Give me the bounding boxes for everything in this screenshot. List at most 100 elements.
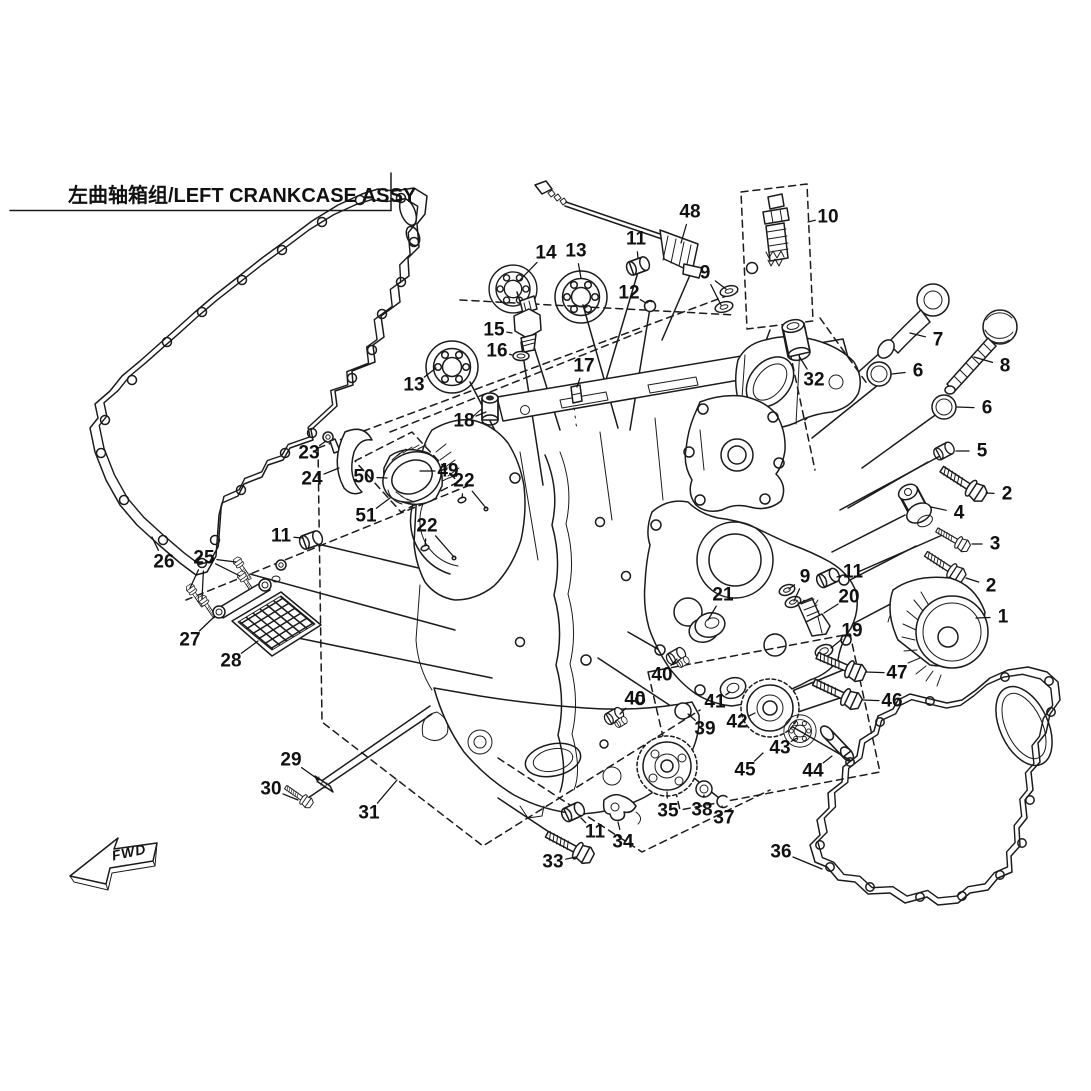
leader-line-22 [471,490,487,509]
callout-36: 36 [770,842,791,863]
callout-1: 1 [998,607,1009,628]
callout-40: 40 [624,689,645,710]
fwd-label: FWD [110,841,147,864]
leader-line-9 [793,588,801,602]
leader-line-20 [823,603,839,614]
part-50-bushing [382,444,443,506]
leader-line-6 [956,406,975,409]
leader-line-11 [293,536,303,539]
part-32-plug [781,318,811,362]
callout-51: 51 [355,506,377,527]
leader-line-9 [714,280,727,290]
leader-line-16 [508,353,513,356]
leader-line-25 [216,558,237,563]
callout-11: 11 [843,562,864,583]
leader-line-11 [580,817,587,824]
leader-line-11 [836,575,842,578]
leader-line-42 [747,712,756,717]
leader-line-45 [753,752,764,762]
callout-48: 48 [679,202,700,223]
callout-28: 28 [220,651,241,672]
title-block: 左曲轴箱组/LEFT CRANKCASE ASSY [9,172,417,212]
callout-25: 25 [193,548,215,569]
part-15-sensor [513,295,542,353]
part-21-plug [688,612,726,643]
leader-line-11 [636,251,639,259]
leader-line-15 [506,331,513,334]
callout-31: 31 [358,803,380,824]
leader-line-25 [214,563,241,577]
callout-3: 3 [990,534,1001,555]
leader-line-22 [424,538,427,547]
callout-13: 13 [565,241,586,262]
crankcase-body [409,335,861,819]
callout-42: 42 [726,712,747,733]
leader-line-12 [639,298,647,304]
leader-line-24 [323,467,340,475]
leader-line-34 [617,821,621,831]
leader-line-22 [461,493,464,499]
callout-47: 47 [886,663,907,684]
callout-7: 7 [933,330,944,351]
leader-line-2 [965,577,980,583]
leader-line-13 [423,367,437,378]
callout-14: 14 [535,243,557,264]
group-box-51 [354,431,459,513]
leader-line-30 [282,793,299,801]
callout-46: 46 [881,691,902,712]
callout-11: 11 [626,229,647,250]
leader-line-44 [822,755,833,764]
callout-40: 40 [651,665,672,686]
callout-13: 13 [403,375,424,396]
leader-line-26 [151,536,160,551]
callout-33: 33 [542,852,563,873]
callout-43: 43 [769,738,790,759]
callout-24: 24 [301,469,323,490]
leader-line-25 [189,569,200,589]
part-9-washers-top [714,284,739,314]
callout-37: 37 [713,808,734,829]
callout-22: 22 [416,516,437,537]
left-crankcase-gasket [89,187,428,576]
callout-17: 17 [573,356,594,377]
leader-line-48 [680,223,688,244]
part-16-washer [512,350,530,362]
callout-6: 6 [913,361,924,382]
page-title: 左曲轴箱组/LEFT CRANKCASE ASSY [68,183,417,207]
callout-45: 45 [734,760,756,781]
leader-line-4 [930,506,947,511]
fwd-arrow-icon [69,837,158,885]
callout-4: 4 [954,503,965,524]
leader-line-23 [318,440,327,447]
part-6-orings [866,361,957,420]
part-13-bearing-left [425,340,479,394]
callout-32: 32 [803,370,824,391]
leader-line-17 [576,377,581,388]
leader-line-14 [518,261,538,282]
part-44-pin [819,725,855,762]
part-38-washer [695,780,713,798]
dashed-group-outlines [185,183,881,853]
leader-line-39 [687,713,696,722]
callout-8: 8 [1000,356,1011,377]
callout-11: 11 [585,822,606,843]
callout-11: 11 [271,526,292,547]
callout-44: 44 [802,761,824,782]
leader-line-6 [891,371,906,375]
callout-22: 22 [453,471,474,492]
callout-26: 26 [153,552,174,573]
leader-line-22 [434,535,455,558]
leader-line-27 [198,616,215,632]
callout-30: 30 [260,779,281,800]
part-42-gear [740,678,800,738]
part-2-bolt-upper [936,460,991,506]
leader-line-8 [973,356,994,364]
callout-12: 12 [618,283,639,304]
leader-line-31 [376,779,398,804]
part-4-fitting [897,483,933,528]
callout-21: 21 [712,585,734,606]
callout-9: 9 [800,567,811,588]
part-39-ball [674,702,692,720]
leader-line-43 [790,737,798,743]
